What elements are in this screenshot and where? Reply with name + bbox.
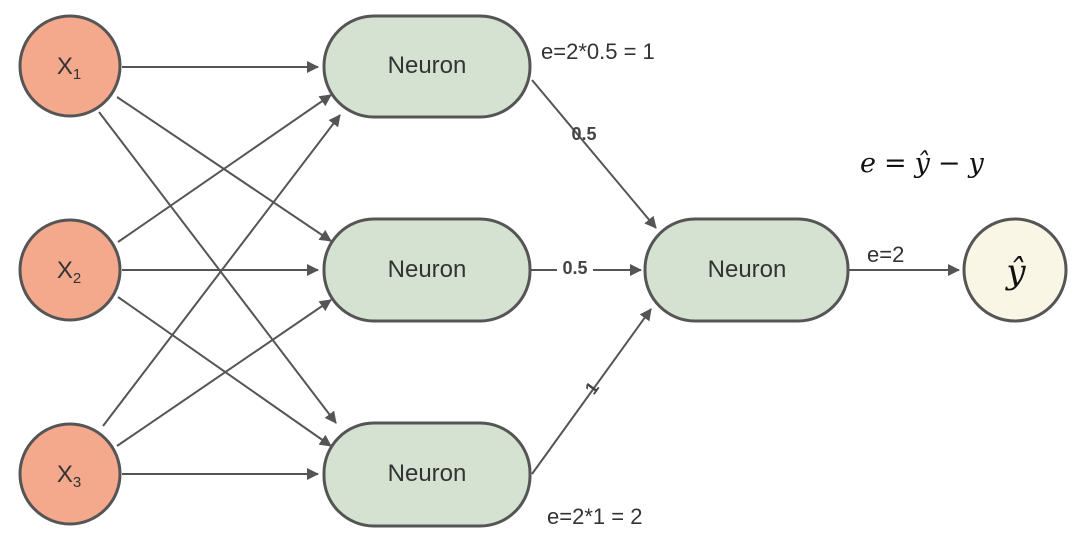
input-node-x2: X2 [18, 218, 122, 322]
input-node-x1: X1 [18, 14, 122, 118]
prediction-node: ŷ [962, 217, 1068, 323]
output-neuron-label: Neuron [708, 256, 787, 283]
input-node-x3: X3 [18, 422, 122, 526]
input-subscript-x2: 2 [73, 270, 81, 287]
svg-text:X3: X3 [57, 461, 81, 491]
output-neuron: Neuron [643, 217, 850, 323]
input-label-x3: X [57, 461, 73, 488]
hidden-neuron-2-label: Neuron [388, 256, 467, 283]
hidden-neuron-1-label: Neuron [388, 52, 467, 79]
bottom-error-annotation: e=2*1 = 2 [547, 504, 642, 529]
hidden-neuron-1: Neuron [322, 14, 532, 119]
prediction-label: ŷ [1004, 252, 1026, 292]
edge-x3-h2 [116, 299, 332, 447]
hidden-neuron-2: Neuron [322, 217, 532, 323]
edge-x2-h1 [117, 94, 332, 243]
weight-label-middle: 0.5 [562, 258, 587, 278]
input-label-x1: X [57, 53, 73, 80]
weight-label-top: 0.5 [571, 124, 596, 144]
hidden-neuron-3: Neuron [322, 421, 532, 528]
input-subscript-x3: 3 [73, 474, 81, 491]
top-error-annotation: e=2*0.5 = 1 [541, 39, 655, 64]
edge-x1-h3 [98, 111, 337, 424]
edge-x3-h1 [102, 114, 341, 427]
edge-h1-out [531, 79, 657, 229]
edge-h3-out [531, 308, 652, 475]
hidden-neuron-3-label: Neuron [388, 460, 467, 487]
input-label-x2: X [57, 257, 73, 284]
error-formula: e=ŷ−y [860, 148, 985, 179]
input-hidden-edges [98, 61, 341, 480]
hidden-output-edges [531, 79, 960, 475]
svg-text:X1: X1 [57, 53, 81, 83]
input-subscript-x1: 1 [73, 66, 81, 83]
svg-text:X2: X2 [57, 257, 81, 287]
output-error-annotation: e=2 [867, 242, 904, 267]
